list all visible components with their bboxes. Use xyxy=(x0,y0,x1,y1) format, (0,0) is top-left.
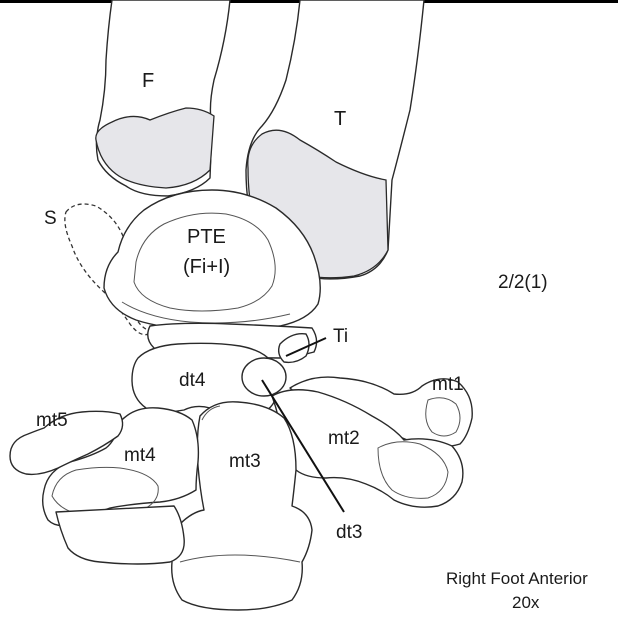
mt2-label: mt2 xyxy=(328,428,360,449)
dt4-label: dt4 xyxy=(179,370,206,391)
pte-label-line1: PTE xyxy=(187,226,226,248)
mt3-label: mt3 xyxy=(229,451,261,472)
fibula-label: F xyxy=(142,70,154,92)
dt3-label: dt3 xyxy=(336,522,362,543)
tibiale-label: Ti xyxy=(333,326,348,347)
stage-label: 2/2(1) xyxy=(498,272,548,293)
caption-view: Right Foot Anterior xyxy=(446,569,588,588)
pte-label-line2: (Fi+I) xyxy=(183,256,230,278)
mt4-label: mt4 xyxy=(124,445,156,466)
mt5-label: mt5 xyxy=(36,410,68,431)
mt1-label: mt1 xyxy=(432,374,464,395)
tibia-label: T xyxy=(334,108,346,130)
dt3-bone xyxy=(242,358,286,396)
caption-magnification: 20x xyxy=(512,593,540,612)
sesamoid-label: S xyxy=(44,208,57,229)
fibula-bone xyxy=(96,0,230,196)
